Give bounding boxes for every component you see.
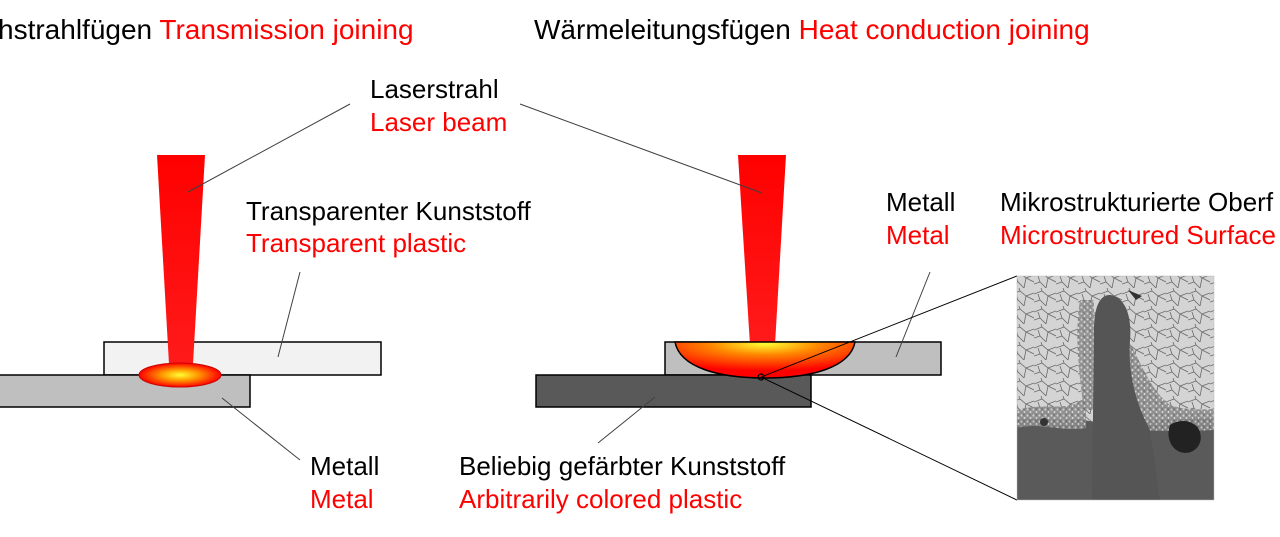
title-left: hstrahlfügen Transmission joining	[0, 14, 414, 46]
leader-metal-left	[221, 397, 301, 461]
right-assembly	[519, 103, 1018, 501]
label-micro-de: Mikrostrukturierte Oberf	[1000, 187, 1274, 217]
label-colored-en: Arbitrarily colored plastic	[459, 484, 743, 514]
label-transparent-de: Transparenter Kunststoff	[246, 196, 531, 226]
leader-metal-right	[895, 271, 931, 358]
micrograph-frame	[1016, 275, 1215, 501]
label-metal-right-de: Metall	[886, 187, 956, 217]
label-transparent-en: Transparent plastic	[246, 228, 467, 258]
title-right-de: Wärmeleitungsfügen	[534, 14, 791, 45]
title-left-de: hstrahlfügen	[0, 14, 153, 45]
left-assembly	[0, 103, 382, 461]
zoom-line-top	[760, 275, 1018, 378]
label-laser-de: Laserstrahl	[370, 74, 499, 104]
label-metal-right-en: Metal	[886, 220, 950, 250]
title-right: Wärmeleitungsfügen Heat conduction joini…	[534, 14, 1090, 46]
micrograph-inset	[1017, 276, 1214, 500]
leader-colored	[597, 396, 656, 444]
zoom-line-bottom	[760, 376, 1018, 501]
label-metal-left-en: Metal	[310, 484, 374, 514]
leader-laser-right	[519, 103, 763, 194]
leader-laser-left	[187, 103, 351, 193]
label-metal-left-de: Metall	[310, 451, 380, 481]
colored-plastic-plate	[535, 374, 812, 408]
zoom-point	[757, 373, 765, 381]
title-left-en: Transmission joining	[159, 14, 414, 45]
label-laser-en: Laser beam	[370, 107, 508, 137]
laser-beam-left	[157, 155, 205, 364]
laser-beam-right	[738, 155, 786, 345]
title-right-en: Heat conduction joining	[798, 14, 1090, 45]
leader-transparent	[277, 271, 301, 358]
melt-zone-right	[674, 341, 856, 379]
melt-zone-left	[138, 362, 222, 388]
label-micro-en: Microstructured Surface	[1000, 220, 1276, 250]
label-colored-de: Beliebig gefärbter Kunststoff	[459, 451, 786, 481]
